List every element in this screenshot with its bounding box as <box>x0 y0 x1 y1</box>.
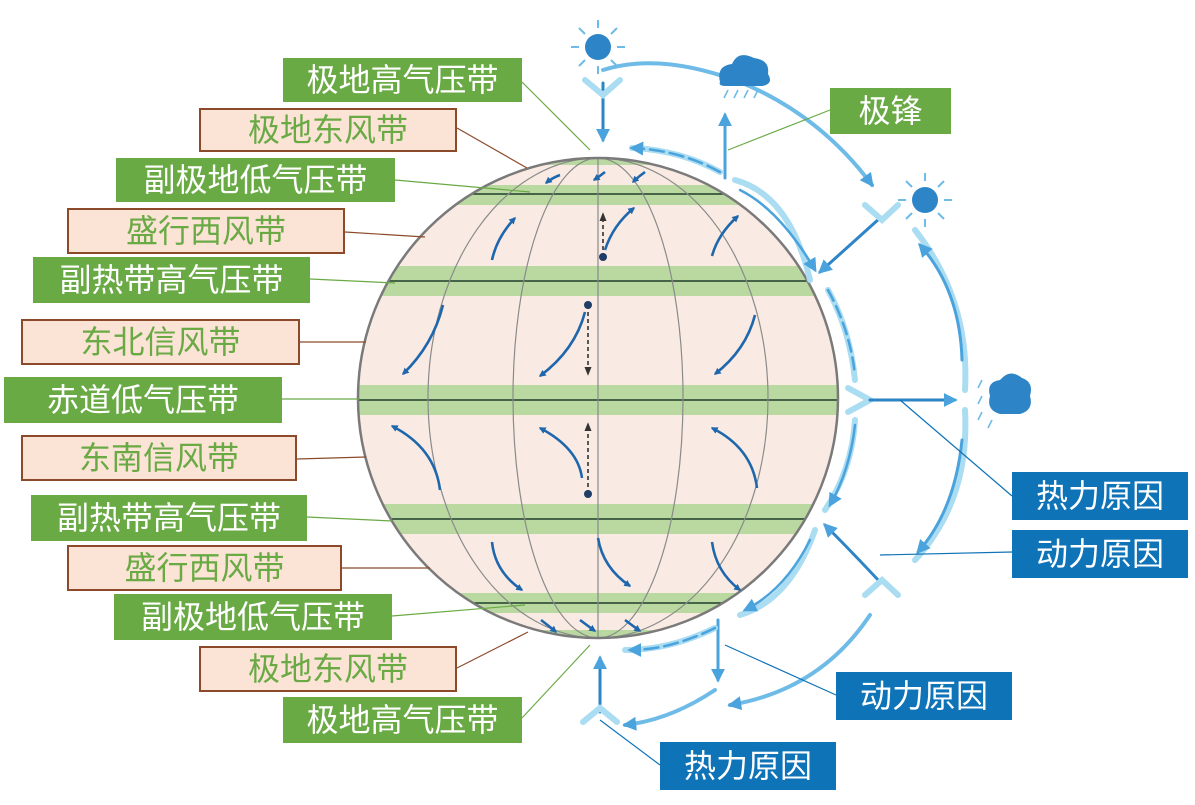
subtropical-sink-north <box>817 216 882 274</box>
subtropical-sink-south <box>823 523 882 584</box>
globe <box>356 156 840 640</box>
sun-icon <box>898 173 952 227</box>
band-polar-south <box>358 630 838 638</box>
sun-icon <box>571 20 625 74</box>
meridians <box>427 158 769 638</box>
polar-front-label: 极锋 <box>830 88 951 134</box>
belt-label-subtropical-high-north: 副热带高气压带 <box>33 257 310 303</box>
belt-label-subtropical-high-south: 副热带高气压带 <box>31 495 307 541</box>
surface-wind-arrows <box>390 170 759 633</box>
belt-label-polar-easterlies-south: 极地东风带 <box>199 646 457 692</box>
cause-label-thermal-south: 热力原因 <box>660 742 836 790</box>
cause-label-thermal-equator: 热力原因 <box>1012 472 1188 520</box>
belt-label-westerlies-north: 盛行西风带 <box>67 208 345 254</box>
belt-label-polar-high-north: 极地高气压带 <box>283 58 522 102</box>
cloud-rain-icon <box>719 55 770 99</box>
vertical-motion <box>584 212 607 498</box>
cause-label-dynamic-equator: 动力原因 <box>1012 530 1188 578</box>
hadley-cell-south <box>912 407 969 563</box>
hadley-cell-north <box>912 227 969 393</box>
belt-label-equatorial-low: 赤道低气压带 <box>4 377 282 423</box>
leader-lines <box>282 81 1013 766</box>
belt-label-subpolar-low-south: 副极地低气压带 <box>114 594 392 640</box>
cloud-rain-icon <box>977 373 1031 429</box>
belt-label-ne-trades: 东北信风带 <box>21 319 300 365</box>
belt-label-polar-easterlies-north: 极地东风带 <box>199 108 457 152</box>
cause-label-dynamic-south: 动力原因 <box>836 672 1012 720</box>
belt-label-se-trades: 东南信风带 <box>21 435 297 481</box>
polar-cell-south-aloft <box>622 688 717 731</box>
belt-label-polar-high-south: 极地高气压带 <box>283 697 522 743</box>
atmospheric-circulation <box>580 61 969 731</box>
globe-outline <box>356 156 840 640</box>
belt-label-westerlies-south: 盛行西风带 <box>67 545 342 591</box>
belt-label-subpolar-low-north: 副极地低气压带 <box>116 158 395 202</box>
